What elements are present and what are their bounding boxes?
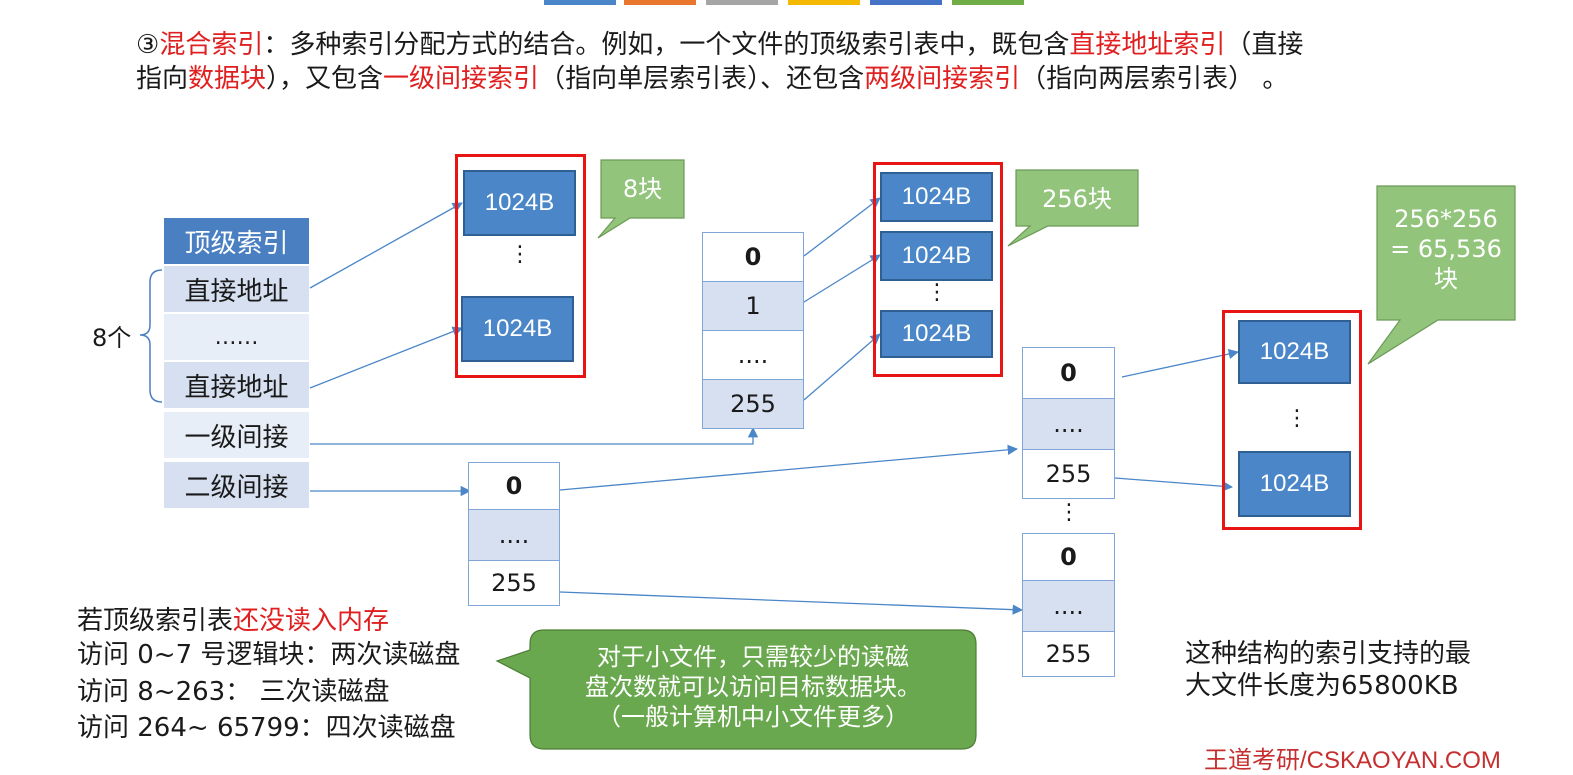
arrow-double-255	[559, 591, 1024, 615]
single-index-ellipsis: ....	[702, 330, 804, 380]
single-blocks-frame	[873, 162, 1003, 377]
intro-text-2: （直接	[1225, 30, 1304, 60]
second-b-index-ellipsis: ....	[1022, 580, 1115, 632]
brand-watermark: 王道考研/CSKAOYAN.COM	[1204, 747, 1501, 774]
callout-65536-line-2: = 65,536	[1390, 235, 1502, 263]
intro-text-3: 指向	[136, 64, 189, 94]
arrow-direct-1	[309, 202, 463, 289]
summary-line-2: 大文件长度为65800KB	[1185, 671, 1459, 701]
arrow-double-0	[559, 444, 1019, 491]
arrow-single-255	[803, 333, 881, 401]
callout-65536-bubble	[1367, 185, 1516, 365]
double-top-index-ellipsis: ....	[468, 509, 560, 561]
callout-65536-line-3: 块	[1434, 265, 1458, 293]
summary-line-1: 这种结构的索引支持的最	[1185, 639, 1472, 669]
intro-term: 混合索引	[159, 30, 264, 60]
brace-label: 8个	[92, 324, 132, 352]
top-index-row-direct-last: 直接地址	[164, 362, 309, 408]
callout-256-text: 256块	[1042, 185, 1112, 213]
intro-direct: 直接地址索引	[1069, 30, 1226, 60]
intro-double: 两级间接索引	[864, 64, 1021, 94]
rule-line-1-highlight: 还没读入内存	[233, 606, 390, 636]
second-b-index-0: 0	[1022, 533, 1115, 581]
double-top-index-0: 0	[468, 462, 560, 510]
single-index-255: 255	[702, 379, 804, 429]
rule-line-4: 访问 264~ 65799：四次读磁盘	[77, 713, 456, 743]
single-block-1: 1024B	[880, 231, 993, 281]
top-bar-3	[706, 0, 778, 5]
rule-line-2: 访问 0~7 号逻辑块：两次读磁盘	[77, 640, 461, 670]
brace	[139, 269, 163, 403]
intro-paragraph: ③混合索引：多种索引分配方式的结合。例如，一个文件的顶级索引表中，既包含直接地址…	[136, 28, 1516, 96]
summary: 这种结构的索引支持的最 大文件长度为65800KB	[1185, 638, 1471, 702]
rule-line-1: 若顶级索引表还没读入内存	[77, 605, 389, 637]
intro-datablock: 数据块	[188, 64, 267, 94]
top-index-row-double: 二级间接	[164, 462, 309, 508]
top-bar-5	[870, 0, 942, 5]
direct-blocks-frame	[455, 154, 586, 378]
intro-line-2: 指向数据块），又包含一级间接索引（指向单层索引表）、还包含两级间接索引（指向两层…	[136, 62, 1516, 96]
direct-blocks-vdots: ⋮	[509, 242, 531, 267]
rule-line-3: 访问 8~263： 三次读磁盘	[77, 677, 390, 707]
tip-line-2: 盘次数就可以访问目标数据块。	[585, 673, 921, 701]
single-blocks-vdots: ⋮	[926, 280, 948, 305]
rule-line-1-prefix: 若顶级索引表	[77, 606, 234, 636]
callout-256-bubble	[1007, 169, 1139, 247]
arrow-second-255	[1114, 477, 1234, 492]
top-index-row-single: 一级间接	[164, 412, 309, 458]
intro-line-1: ③混合索引：多种索引分配方式的结合。例如，一个文件的顶级索引表中，既包含直接地址…	[136, 28, 1516, 62]
intro-text-4: ），又包含	[266, 64, 384, 94]
intro-single: 一级间接索引	[383, 64, 540, 94]
second-a-index-255: 255	[1022, 449, 1115, 499]
double-top-index-255: 255	[468, 560, 560, 606]
arrow-second-0	[1121, 348, 1240, 378]
callout-65536-line-1: 256*256	[1394, 205, 1498, 233]
double-blocks-vdots: ⋮	[1286, 406, 1308, 431]
tip-line-3: （一般计算机中小文件更多）	[597, 703, 909, 731]
top-index-row-direct-first: 直接地址	[164, 266, 309, 312]
double-blocks-frame	[1222, 310, 1362, 530]
single-block-255: 1024B	[880, 310, 993, 358]
second-a-index-ellipsis: ....	[1022, 398, 1115, 450]
arrow-direct-2	[309, 326, 463, 389]
callout-8-text: 8块	[622, 175, 663, 203]
second-tables-vdots: ⋮	[1058, 500, 1080, 525]
arrow-single-1	[803, 254, 881, 303]
tip-text: 对于小文件，只需较少的读磁 盘次数就可以访问目标数据块。 （一般计算机中小文件更…	[530, 642, 976, 732]
callout-65536-text: 256*256 = 65,536 块	[1377, 204, 1515, 294]
double-block-last: 1024B	[1238, 451, 1351, 517]
intro-marker: ③	[136, 30, 160, 60]
single-index-1: 1	[702, 281, 804, 331]
single-block-0: 1024B	[880, 172, 993, 222]
second-b-index-255: 255	[1022, 631, 1115, 677]
intro-text-5: （指向单层索引表）、还包含	[539, 64, 865, 94]
top-bar-2	[624, 0, 696, 5]
top-index-row-ellipsis: ……	[164, 314, 309, 360]
top-bar-6	[952, 0, 1024, 5]
tip-bubble	[495, 629, 977, 750]
arrow-single-0	[803, 197, 881, 257]
callout-8-bubble	[597, 159, 685, 239]
direct-block-last: 1024B	[461, 296, 574, 362]
direct-block-first: 1024B	[463, 170, 576, 236]
top-bar-4	[788, 0, 860, 5]
intro-text-1: ：多种索引分配方式的结合。例如，一个文件的顶级索引表中，既包含	[263, 30, 1070, 60]
single-index-0: 0	[702, 232, 804, 282]
double-block-first: 1024B	[1238, 320, 1351, 384]
top-bar-1	[544, 0, 616, 5]
arrow-single-indirect	[310, 426, 759, 445]
second-a-index-0: 0	[1022, 347, 1115, 399]
intro-text-6: （指向两层索引表） 。	[1020, 64, 1289, 94]
top-index-header: 顶级索引	[164, 218, 309, 264]
tip-line-1: 对于小文件，只需较少的读磁	[597, 643, 909, 671]
